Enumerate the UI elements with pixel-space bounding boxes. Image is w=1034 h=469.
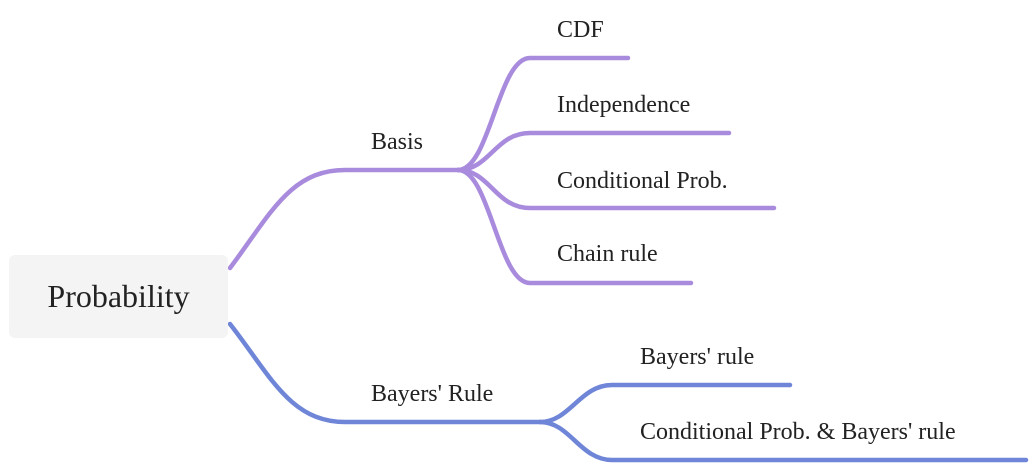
- connector-root-bayes: [227, 321, 543, 425]
- root-label: Probability: [47, 278, 190, 314]
- node-independence[interactable]: Independence: [557, 92, 691, 118]
- connector-basis-cdf: [455, 55, 631, 173]
- connector-bayes-conditional: [537, 419, 1029, 463]
- connector-bayes-rule: [537, 382, 793, 425]
- node-chain-rule[interactable]: Chain rule: [557, 241, 658, 267]
- node-bayers-rule[interactable]: Bayers' rule: [640, 344, 755, 370]
- connector-basis-chain: [455, 167, 694, 286]
- node-conditional-prob[interactable]: Conditional Prob.: [557, 168, 728, 194]
- node-basis[interactable]: Basis: [371, 129, 424, 155]
- connector-basis-independence: [455, 130, 732, 173]
- root-node[interactable]: Probability: [9, 255, 228, 338]
- node-cdf[interactable]: CDF: [557, 17, 604, 43]
- connector-root-basis: [227, 167, 461, 271]
- node-bayers-rule-branch[interactable]: Bayers' Rule: [371, 381, 494, 407]
- node-conditional-prob-bayers-rule[interactable]: Conditional Prob. & Bayers' rule: [640, 419, 956, 445]
